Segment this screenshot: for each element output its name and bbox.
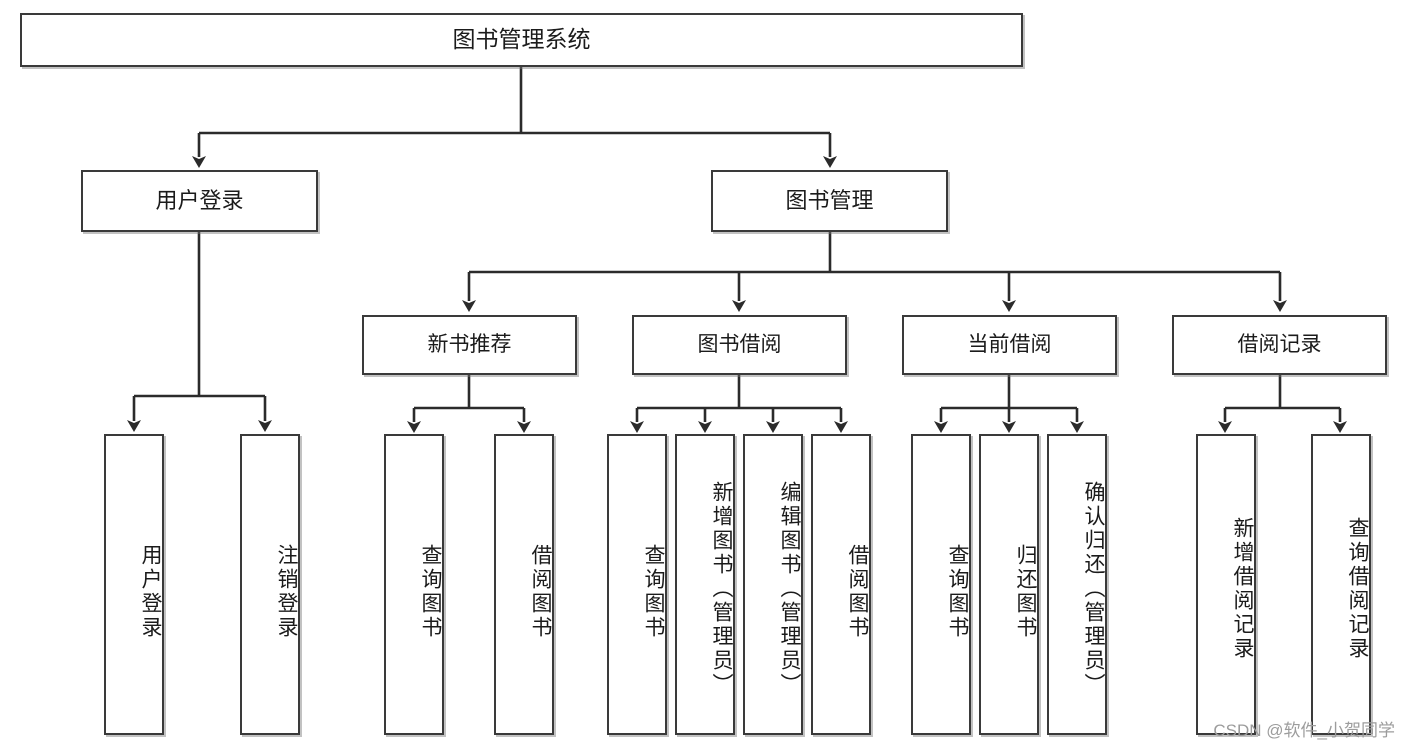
node-book-management[interactable]: 图书管理	[711, 170, 948, 232]
node-label: 用户登录	[139, 543, 162, 640]
node-label: 借阅记录	[1237, 332, 1322, 356]
node-label: 图书管理	[785, 188, 874, 214]
leaf-current-borrow-confirm-return-admin[interactable]: 确认归还（管理员）	[1047, 434, 1107, 735]
node-label: 新书推荐	[427, 332, 512, 356]
leaf-book-borrow-edit-book-admin[interactable]: 编辑图书（管理员）	[743, 434, 803, 735]
node-borrow-record[interactable]: 借阅记录	[1172, 315, 1387, 375]
node-current-borrow[interactable]: 当前借阅	[902, 315, 1117, 375]
leaf-book-borrow-add-book-admin[interactable]: 新增图书（管理员）	[675, 434, 735, 735]
node-label: 用户登录	[155, 188, 244, 214]
leaf-borrow-record-add-record[interactable]: 新增借阅记录	[1196, 434, 1256, 735]
node-label: 查询图书	[419, 543, 442, 640]
leaf-user-login-logout[interactable]: 注销登录	[240, 434, 300, 735]
leaf-borrow-record-query-record[interactable]: 查询借阅记录	[1311, 434, 1371, 735]
node-label: 新增借阅记录	[1231, 516, 1254, 661]
node-user-login[interactable]: 用户登录	[81, 170, 318, 232]
leaf-book-borrow-borrow-book[interactable]: 借阅图书	[811, 434, 871, 735]
node-new-book-recommend[interactable]: 新书推荐	[362, 315, 577, 375]
node-label: 查询图书	[946, 543, 969, 640]
node-label: 查询借阅记录	[1346, 516, 1369, 661]
leaf-new-book-query-book[interactable]: 查询图书	[384, 434, 444, 735]
leaf-book-borrow-query-book[interactable]: 查询图书	[607, 434, 667, 735]
leaf-current-borrow-return-book[interactable]: 归还图书	[979, 434, 1039, 735]
node-book-borrow[interactable]: 图书借阅	[632, 315, 847, 375]
node-label: 注销登录	[275, 543, 298, 640]
node-label: 借阅图书	[846, 543, 869, 640]
node-label: 借阅图书	[529, 543, 552, 640]
node-root-book-management-system[interactable]: 图书管理系统	[20, 13, 1023, 67]
node-label: 确认归还（管理员）	[1082, 480, 1105, 697]
node-label: 查询图书	[642, 543, 665, 640]
node-label: 新增图书（管理员）	[710, 480, 733, 697]
node-label: 图书管理系统	[452, 26, 591, 53]
node-label: 编辑图书（管理员）	[778, 480, 801, 697]
node-label: 归还图书	[1014, 543, 1037, 640]
leaf-new-book-borrow-book[interactable]: 借阅图书	[494, 434, 554, 735]
leaf-user-login-login[interactable]: 用户登录	[104, 434, 164, 735]
node-label: 图书借阅	[697, 332, 782, 356]
watermark-text: CSDN @软件_小贺同学	[1213, 721, 1395, 740]
node-label: 当前借阅	[967, 332, 1052, 356]
leaf-current-borrow-query-book[interactable]: 查询图书	[911, 434, 971, 735]
